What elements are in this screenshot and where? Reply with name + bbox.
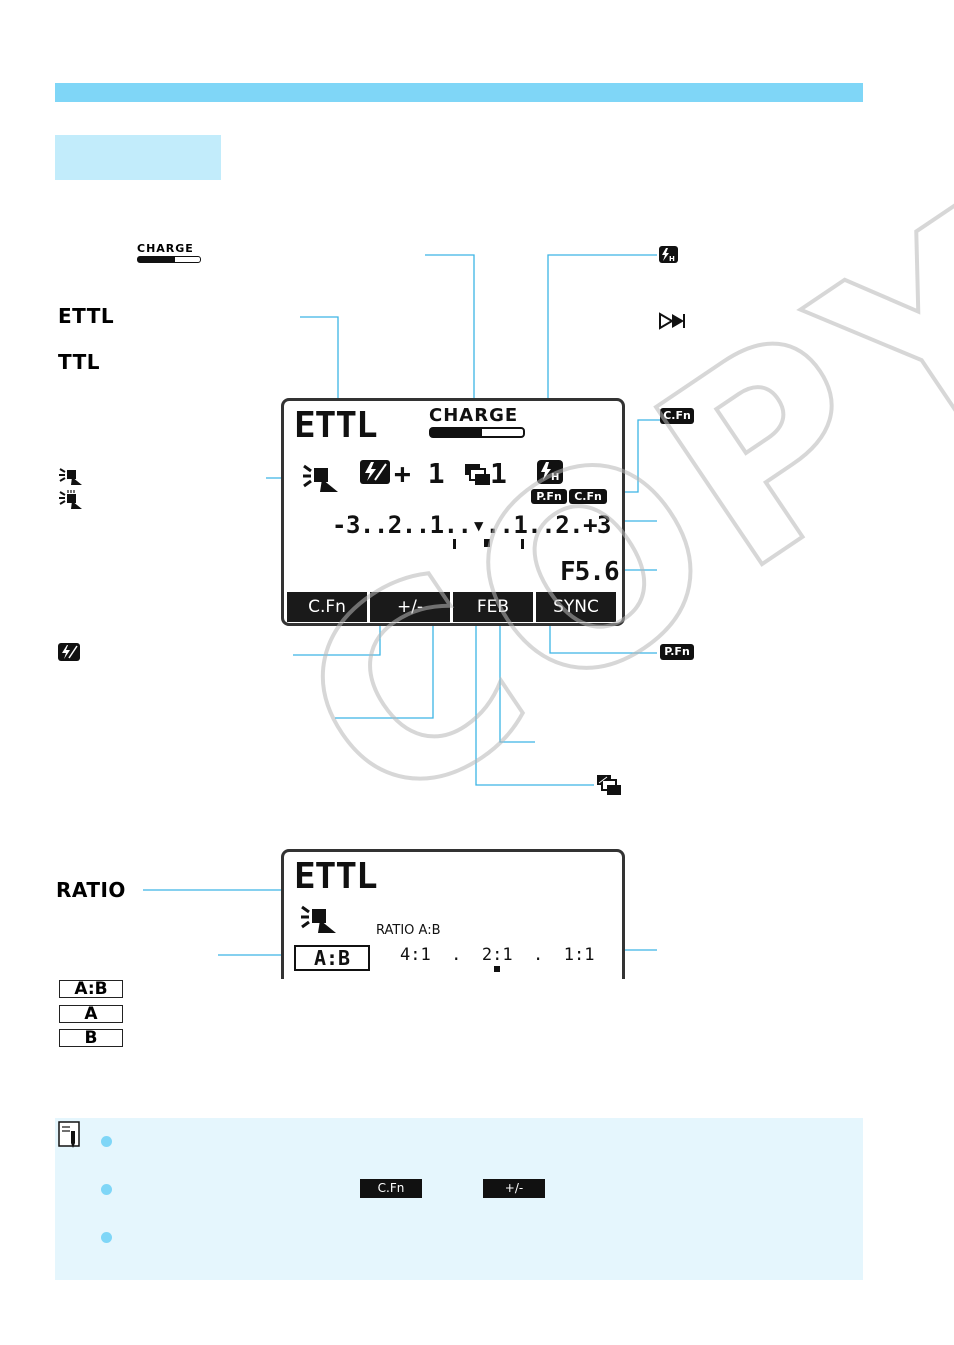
lcd-fec-value: + 1 [394,457,445,490]
softkey-sync[interactable]: SYNC [536,592,616,622]
note-bullet-1 [101,1136,112,1147]
lcd-softkey-bar: C.Fn +/- FEB SYNC [287,592,616,622]
lcd-panel-main: ETTL CHARGE + 1 1 H P.Fn C.Fn -3..2..1..… [281,398,625,626]
leader-charge [425,254,475,408]
wireless-slave-icon [59,490,82,509]
svg-text:H: H [551,472,559,483]
lcd-fec-icon [360,460,390,484]
lcd-exposure-scale: -3..2..1..▾..1..2.+3 [332,511,611,539]
leader-ettl [300,316,339,408]
lcd-cfn-icon: C.Fn [569,489,607,504]
lcd-charge-indicator: CHARGE [429,406,525,438]
flash-exposure-bracketing-icon [597,775,621,795]
group-box-ab: A:B [59,980,123,998]
lcd-high-speed-sync-icon: H [537,460,563,484]
lcd-mode: ETTL [294,405,378,446]
lcd-wireless-master-icon [303,464,338,492]
lcd2-ratio-scale: 4:1 . 2:1 . 1:1 [400,945,595,965]
wireless-master-icon [59,468,82,485]
ettl-label: ETTL [58,304,115,328]
personal-function-icon: P.Fn [660,644,694,660]
lcd-aperture: F5.6 [560,557,620,587]
softkey-cfn[interactable]: C.Fn [287,592,367,622]
note-bullet-2 [101,1184,112,1195]
leader-high-speed [547,254,657,458]
second-curtain-sync-icon [659,312,685,330]
softkey-fec[interactable]: +/- [370,592,450,622]
lcd-scale-marker [484,539,490,547]
charge-indicator-icon: CHARGE [137,243,201,263]
note-bullet-3 [101,1232,112,1243]
note-fec-key: +/- [483,1179,545,1198]
lcd2-group-box: A:B [294,945,370,971]
charge-icon-label: CHARGE [137,242,194,255]
softkey-feb[interactable]: FEB [453,592,533,622]
ratio-label: RATIO [56,878,126,902]
lcd-pfn-icon: P.Fn [531,489,567,504]
svg-text:H: H [669,255,675,263]
flash-exposure-compensation-icon [58,643,80,661]
section-tab [55,135,221,180]
lcd2-crop-mask [270,979,630,1019]
memo-note-icon [58,1121,80,1148]
ttl-label: TTL [58,350,100,374]
custom-function-icon: C.Fn [660,408,694,424]
lcd2-ratio-label: RATIO A:B [376,923,441,938]
note-cfn-key: C.Fn [360,1179,422,1198]
high-speed-sync-icon: H [659,246,678,263]
lcd2-ratio-marker [494,966,500,972]
group-box-b: B [59,1029,123,1047]
lcd-scale-tick-right [521,539,524,549]
lcd2-mode: ETTL [294,856,378,897]
lcd-scale-tick-center [453,539,456,549]
lcd-feb-icon [465,464,490,485]
group-box-a: A [59,1005,123,1023]
lcd-feb-value: 1 [490,457,507,490]
header-accent-bar [55,83,863,102]
note-box: C.Fn +/- [55,1118,863,1280]
lcd2-wireless-master-icon [301,905,336,933]
lcd-charge-label: CHARGE [429,405,519,426]
